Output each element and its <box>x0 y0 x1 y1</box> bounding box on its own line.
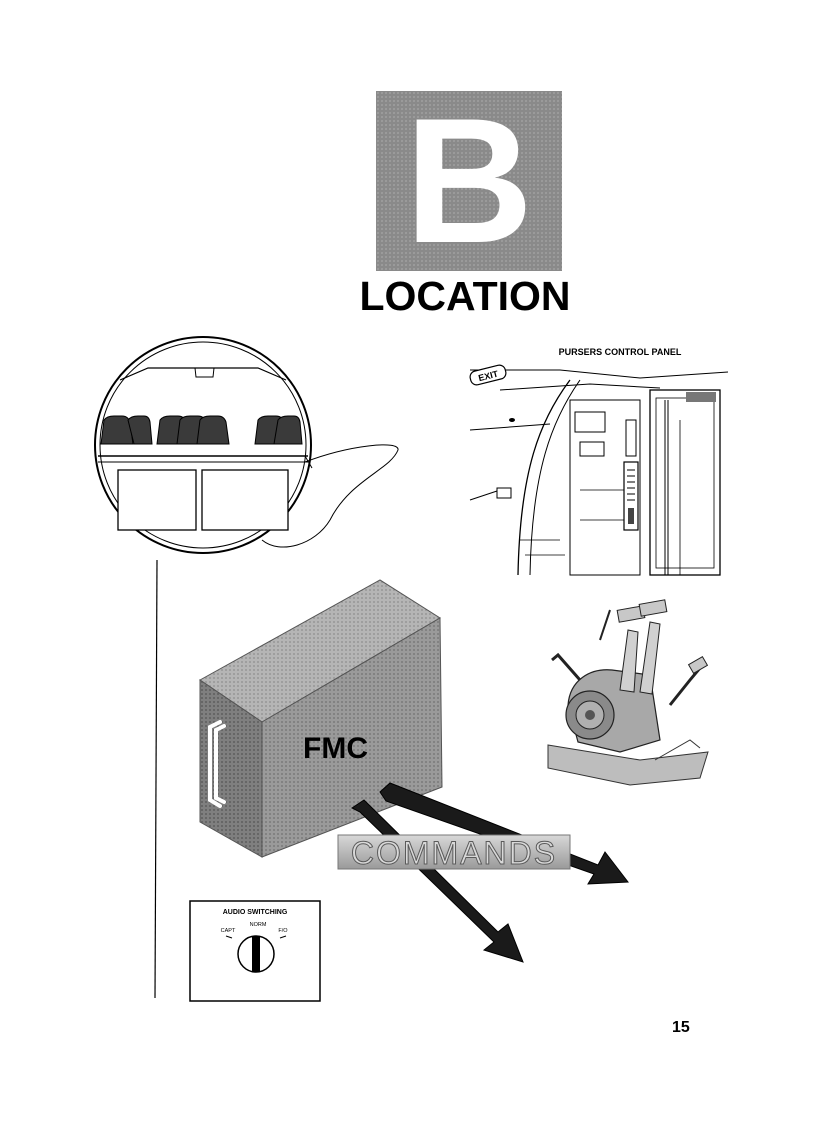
command-arrows <box>351 782 629 963</box>
audio-switching-label: AUDIO SWITCHING <box>223 909 288 916</box>
fmc-label: FMC <box>303 732 368 765</box>
audio-switch-pointer <box>252 936 260 972</box>
fuselage-cross-section <box>94 336 399 554</box>
throttle-quadrant <box>547 599 709 786</box>
fmc-box: FMC <box>199 579 443 858</box>
seat-row <box>100 415 303 445</box>
chapter-letter-box: B <box>376 91 562 271</box>
page-number: 15 <box>672 1019 690 1036</box>
chapter-title: LOCATION <box>359 273 571 319</box>
exit-sign: EXIT <box>469 364 507 386</box>
commands-label-box: COMMANDS <box>337 834 571 872</box>
pursers-control-panel-illustration: EXIT <box>469 364 729 576</box>
commands-label: COMMANDS <box>351 835 557 871</box>
pointer-line <box>154 559 158 999</box>
audio-switching-panel: AUDIO SWITCHING CAPT NORM F/O <box>189 900 321 1002</box>
pursers-panel-label: PURSERS CONTROL PANEL <box>558 347 682 357</box>
audio-norm-label: NORM <box>250 922 267 928</box>
chapter-letter: B <box>404 81 534 280</box>
audio-capt-label: CAPT <box>221 928 236 934</box>
exit-sign-label: EXIT <box>477 369 499 384</box>
audio-fo-label: F/O <box>278 928 288 934</box>
